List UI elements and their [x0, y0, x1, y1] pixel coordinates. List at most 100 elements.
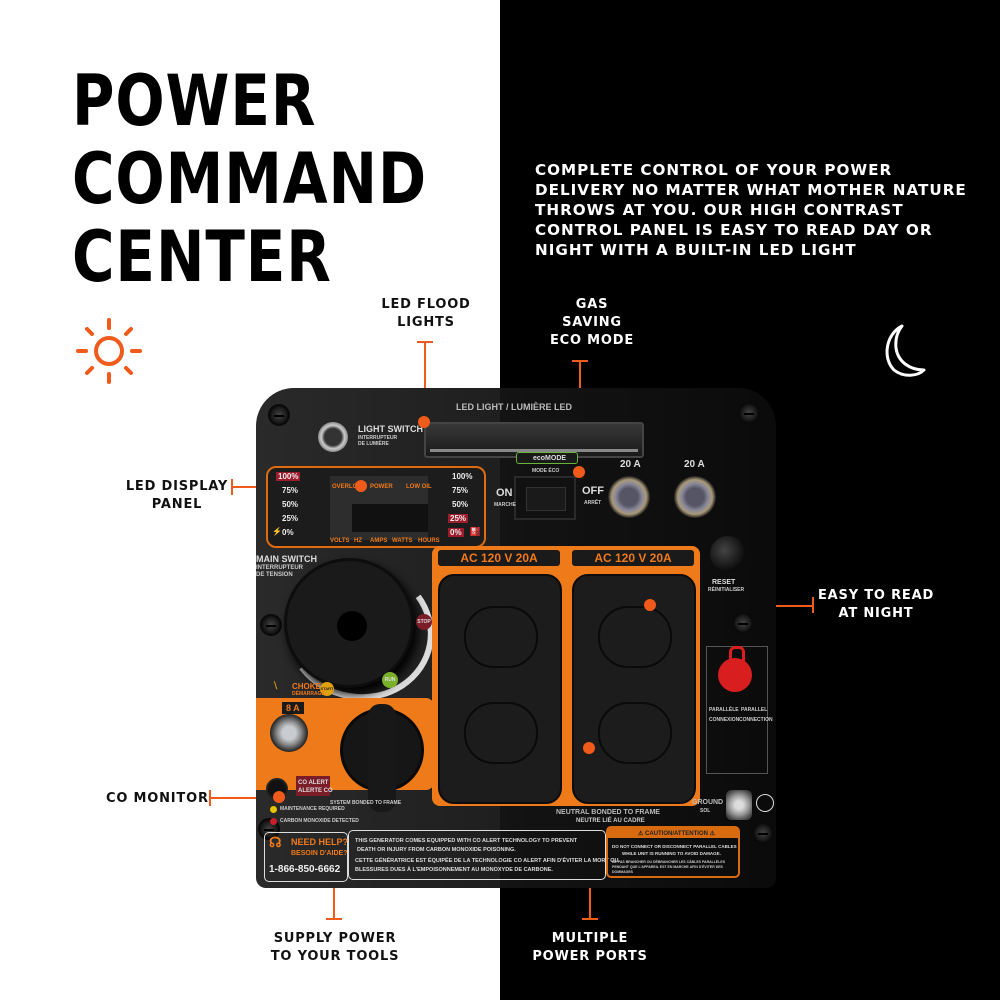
callout-text: TO YOUR TOOLS	[270, 949, 400, 964]
callout-text: SAVING	[562, 315, 622, 330]
mode-amps: AMPS	[370, 538, 388, 544]
eco-off-label: OFF	[582, 485, 604, 497]
co-warning-box: THIS GENERATOR COMES EQUIPPED WITH CO AL…	[348, 830, 618, 880]
stop-indicator: STOP	[416, 614, 432, 630]
sun-icon	[76, 318, 142, 384]
lightning-icon: ⚡	[272, 527, 282, 536]
screw-icon	[732, 612, 754, 634]
level-label: 50%	[282, 500, 299, 509]
level-label: 0%	[448, 528, 464, 537]
ground-label: GROUND	[692, 799, 724, 806]
level-label: 75%	[282, 486, 299, 495]
fuel-pump-icon: ⛽	[470, 527, 480, 536]
caution-line: WHILE UNIT IS RUNNING TO AVOID DAMAGE.	[622, 851, 721, 856]
eco-mode-badge: ecoMODE	[516, 452, 578, 464]
neutral-bonded-sub: NEUTRE LIÉ AU CADRE	[576, 818, 645, 824]
co-detected-label: CARBON MONOXIDE DETECTED	[280, 818, 359, 824]
eco-on-label: ON	[496, 487, 513, 499]
callout-tick	[326, 918, 342, 920]
description-line: THROWS AT YOU. OUR HIGH CONTRAST	[535, 201, 904, 219]
screw-icon	[260, 614, 282, 636]
callout-text: GAS	[575, 297, 609, 312]
callout-text: MULTIPLE	[551, 931, 629, 946]
title-line-3: CENTER	[72, 216, 332, 298]
light-switch-sublabel: INTERRUPTEUR DE LUMIÈRE	[358, 435, 398, 447]
co-alert-badge: CO ALERT ALERTE CO	[296, 776, 333, 796]
main-switch-knob[interactable]	[284, 558, 414, 688]
ac-outlet-cover[interactable]	[438, 574, 562, 804]
callout-text: PANEL	[151, 497, 203, 512]
mode-watts: WATTS	[392, 538, 413, 544]
outlet-receptacle	[464, 702, 538, 764]
ac-outlet-cover[interactable]	[572, 574, 696, 804]
callout-text: POWER PORTS	[532, 949, 648, 964]
callout-line	[424, 341, 426, 421]
callout-dot	[573, 466, 585, 478]
indicator-low-oil: LOW OIL	[406, 484, 432, 490]
parallel-label-en: PARALLEL	[741, 707, 768, 713]
callout-tick	[582, 918, 598, 920]
lcd-screen	[352, 504, 428, 532]
co-alert-label: CO ALERT	[298, 780, 329, 786]
ground-sub: SOL	[700, 808, 711, 814]
dc-fuse-button[interactable]	[270, 714, 308, 752]
eco-on-sub: MARCHE	[494, 502, 516, 508]
callout-text: CO MONITOR	[106, 791, 209, 806]
callout-text: EASY TO READ	[818, 588, 935, 603]
start-indicator: START	[320, 682, 334, 696]
main-switch-sub: DE TENSION	[256, 572, 293, 578]
moon-icon	[885, 324, 926, 377]
callout-led-display: LED DISPLAY PANEL	[124, 478, 230, 514]
ground-symbol-icon	[756, 794, 774, 812]
screw-icon	[752, 822, 774, 844]
co-detected-led-icon	[270, 818, 277, 825]
mode-hz: HZ	[354, 538, 362, 544]
callout-dot	[418, 416, 430, 428]
led-light-label: LED LIGHT / LUMIÈRE LED	[456, 402, 572, 412]
dc-amps: 8.3 A	[326, 716, 343, 723]
reset-button[interactable]	[710, 536, 746, 572]
ac-outlet-label: AC 120 V 20A	[438, 550, 560, 566]
dc-socket-cap[interactable]	[368, 704, 396, 812]
generator-control-panel: LED LIGHT / LUMIÈRE LED LIGHT SWITCH INT…	[256, 388, 776, 888]
circuit-breaker-button[interactable]	[608, 476, 650, 518]
callout-text: LED FLOOD	[381, 297, 471, 312]
dc-label: DC 12V	[326, 703, 362, 714]
outlet-receptacle	[598, 702, 672, 764]
breaker-label: 20 A	[684, 459, 705, 470]
run-indicator: RUN	[382, 672, 398, 688]
eco-mode-sub: MODE ÉCO	[532, 468, 560, 474]
caution-box: ⚠ CAUTION/ATTENTION ⚠ DO NOT CONNECT OR …	[606, 826, 740, 878]
need-help-label: NEED HELP?	[291, 837, 349, 847]
system-bonded-label: SYSTEM BONDED TO FRAME	[330, 800, 402, 806]
callout-led-flood-lights: LED FLOOD LIGHTS	[374, 296, 478, 332]
level-label: 100%	[452, 472, 473, 481]
co-alert-sub: ALERTE CO	[298, 788, 333, 794]
screw-icon	[738, 402, 760, 424]
callout-multiple-ports: MULTIPLE POWER PORTS	[530, 930, 650, 966]
ac-outlet-label: AC 120 V 20A	[572, 550, 694, 566]
parallel-port-cap[interactable]	[718, 646, 752, 692]
description-line: DELIVERY NO MATTER WHAT MOTHER NATURE	[535, 181, 967, 199]
main-switch-label: MAIN SWITCH	[256, 554, 317, 564]
caution-header	[608, 828, 738, 838]
callout-dot	[644, 599, 656, 611]
level-label: 25%	[448, 514, 469, 523]
description-line: NIGHT WITH A BUILT-IN LED LIGHT	[535, 241, 857, 259]
main-switch-sub: INTERRUPTEUR	[256, 565, 304, 571]
ground-terminal[interactable]	[726, 790, 752, 820]
caution-line: DO NOT CONNECT OR DISCONNECT PARALLEL CA…	[612, 844, 737, 849]
need-help-sub: BESOIN D'AIDE?	[291, 850, 348, 857]
ac-outlet-section: AC 120 V 20A AC 120 V 20A	[432, 546, 700, 806]
level-label: 75%	[452, 486, 469, 495]
circuit-breaker-button[interactable]	[674, 476, 716, 518]
mode-hours: HOURS	[418, 538, 440, 544]
callout-co-monitor: CO MONITOR	[106, 790, 209, 808]
breaker-label: 20 A	[620, 459, 641, 470]
eco-mode-switch[interactable]	[514, 476, 576, 520]
indicator-overload: OVERLOAD	[332, 484, 367, 490]
callout-text: AT NIGHT	[838, 606, 914, 621]
callout-easy-to-read: EASY TO READ AT NIGHT	[818, 587, 934, 623]
level-label: 0%	[282, 528, 294, 537]
light-switch-button[interactable]	[318, 422, 348, 452]
